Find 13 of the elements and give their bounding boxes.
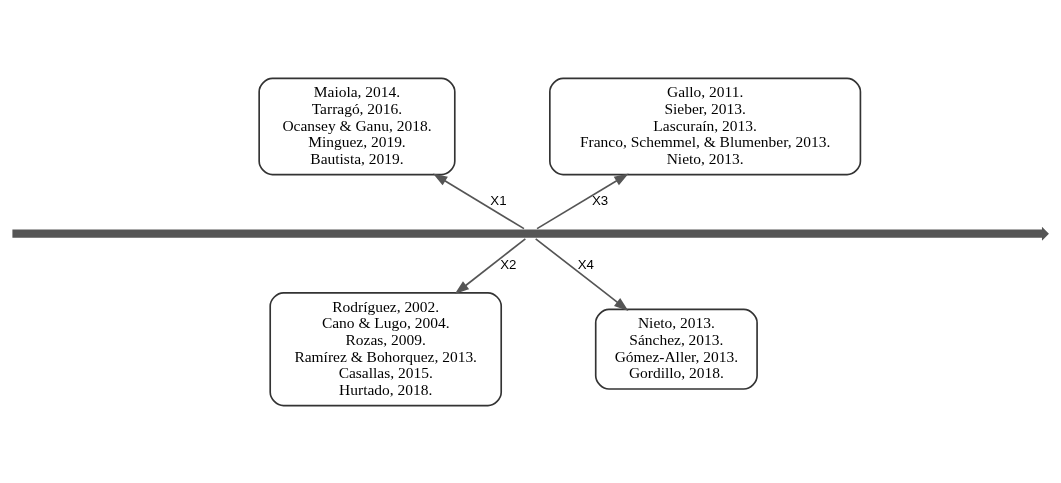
node-bar [12, 226, 1049, 241]
arrow [454, 237, 527, 294]
arrow [534, 237, 629, 311]
node-box: Nieto, 2013. Sánchez, 2013. Gómez-Aller, 2013. Gordillo, 2018. [594, 308, 758, 390]
edge-label: X1 [490, 192, 507, 208]
edge-label: X2 [500, 256, 517, 272]
node-box: Maiola, 2014. Tarragó, 2016. Ocansey & Ganu, 2018. Minguez, 2019. Bautista, 2019. [258, 77, 456, 175]
arrow [536, 173, 629, 229]
arrow [432, 173, 525, 229]
node-box: Rodríguez, 2002. Cano & Lugo, 2004. Rozas, 2009. Ramírez & Bohorquez, 2013. Casallas, 2015. Hurtado, 2018. [269, 291, 503, 406]
node-box: Gallo, 2011. Sieber, 2013. Lascuraín, 2013. Franco, Schemmel, & Blumenber, 2013. Nieto, 2013. [549, 77, 862, 175]
edge-label: X3 [592, 192, 609, 208]
edge-label: X4 [577, 256, 594, 272]
